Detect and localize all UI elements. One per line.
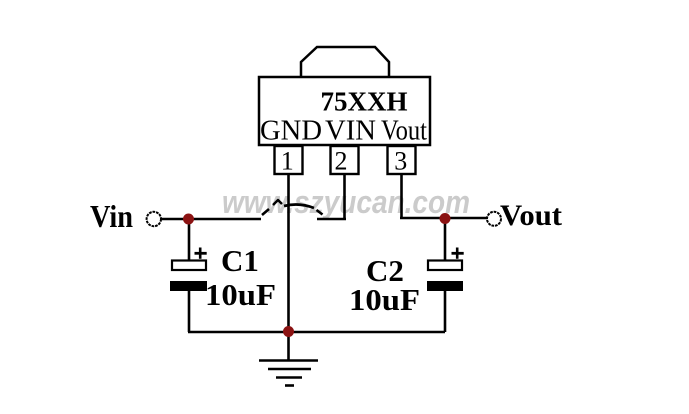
svg-text:Vout: Vout (500, 199, 562, 232)
svg-text:VIN: VIN (325, 115, 376, 147)
svg-text:10uF: 10uF (349, 282, 420, 317)
svg-text:75XXH: 75XXH (321, 87, 408, 117)
svg-text:C1: C1 (221, 243, 259, 278)
svg-text:www.szyucan.com: www.szyucan.com (222, 184, 470, 220)
svg-text:2: 2 (335, 147, 348, 176)
svg-text:10uF: 10uF (205, 277, 276, 312)
svg-text:1: 1 (281, 147, 294, 176)
svg-text:3: 3 (394, 147, 407, 176)
svg-text:GND: GND (260, 115, 322, 147)
svg-text:Vout: Vout (381, 115, 427, 147)
svg-text:Vin: Vin (90, 198, 133, 234)
svg-text:C2: C2 (366, 253, 404, 288)
